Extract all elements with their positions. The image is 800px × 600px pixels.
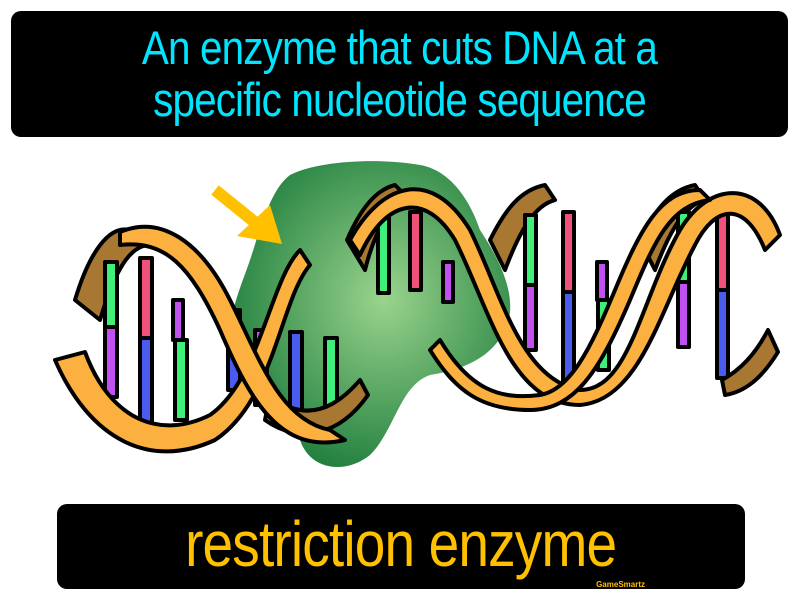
dna-helix-left-icon [53,224,370,454]
definition-box: An enzyme that cuts DNA at a specific nu… [11,11,788,137]
term-box: restriction enzyme GameSmartz [57,504,745,589]
brand-watermark: GameSmartz [596,580,645,589]
term-label: restriction enzyme [185,507,617,580]
arrow-icon [211,185,282,244]
definition-line-2: specific nucleotide sequence [153,73,647,126]
definition-line-1: An enzyme that cuts DNA at a [141,21,658,74]
dna-helix-right-icon [345,183,782,412]
dna-restriction-illustration [53,161,782,467]
